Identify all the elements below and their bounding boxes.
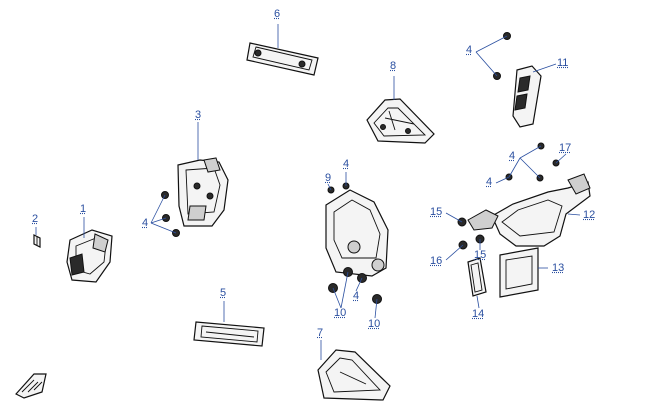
callout-1[interactable]: 1 xyxy=(80,203,87,215)
callout-10[interactable]: 10 xyxy=(334,307,347,319)
part-8-bracket xyxy=(366,98,435,144)
callout-17[interactable]: 17 xyxy=(559,142,572,154)
callout-4[interactable]: 4 xyxy=(509,150,516,162)
callout-15[interactable]: 15 xyxy=(474,249,487,261)
callout-14[interactable]: 14 xyxy=(472,308,485,320)
orientation-arrow-icon xyxy=(15,373,47,399)
part-13-plate xyxy=(499,247,539,298)
callout-4[interactable]: 4 xyxy=(353,290,360,302)
part-5-plate xyxy=(193,321,265,347)
part-9-frame xyxy=(325,182,389,304)
part-14-gasket xyxy=(467,257,487,297)
part-2-clip xyxy=(33,234,41,248)
part-3-bracket xyxy=(161,157,229,237)
callout-8[interactable]: 8 xyxy=(390,60,397,72)
part-11-strip xyxy=(493,32,542,128)
callout-4[interactable]: 4 xyxy=(142,217,149,229)
callout-12[interactable]: 12 xyxy=(583,209,596,221)
callout-16[interactable]: 16 xyxy=(430,255,443,267)
callout-10[interactable]: 10 xyxy=(368,318,381,330)
callout-4[interactable]: 4 xyxy=(466,44,473,56)
callout-7[interactable]: 7 xyxy=(317,327,324,339)
part-6-plate xyxy=(246,42,319,76)
callout-4[interactable]: 4 xyxy=(343,158,350,170)
part-12-assembly xyxy=(457,142,591,250)
callout-5[interactable]: 5 xyxy=(220,287,227,299)
callout-13[interactable]: 13 xyxy=(552,262,565,274)
callout-9[interactable]: 9 xyxy=(325,172,332,184)
callout-4[interactable]: 4 xyxy=(486,176,493,188)
callout-15[interactable]: 15 xyxy=(430,206,443,218)
callout-2[interactable]: 2 xyxy=(32,213,39,225)
part-1-bracket xyxy=(66,229,113,283)
callout-3[interactable]: 3 xyxy=(195,109,202,121)
callout-11[interactable]: 11 xyxy=(557,57,569,69)
callout-6[interactable]: 6 xyxy=(274,8,281,20)
part-7-bracket xyxy=(317,349,391,401)
leader-lines xyxy=(35,24,581,360)
